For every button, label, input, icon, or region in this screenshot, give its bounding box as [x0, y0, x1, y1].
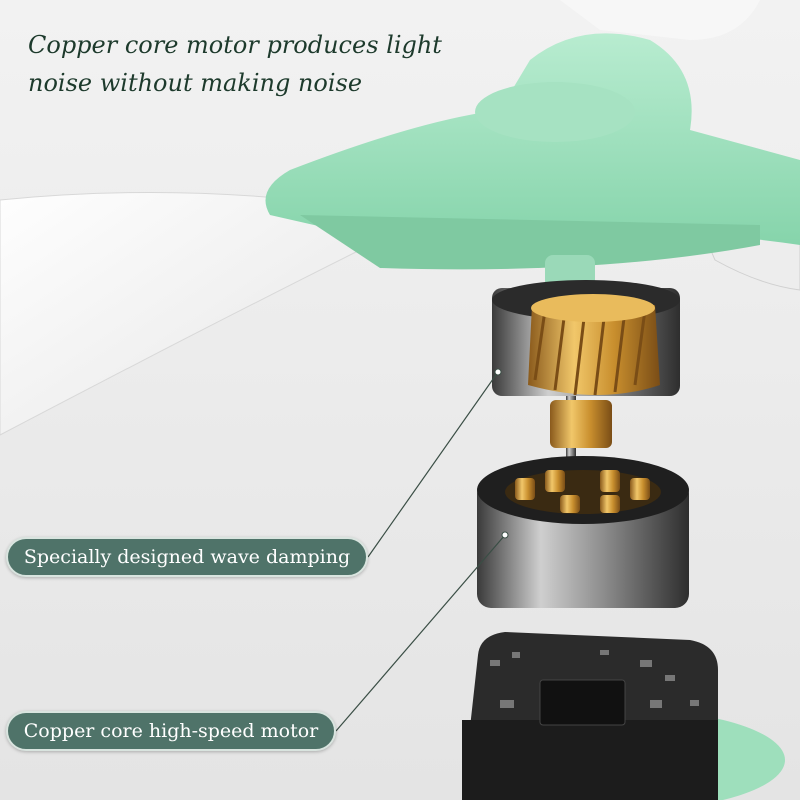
gear-top-face: [531, 294, 655, 322]
callout-wave-damping: Specially designed wave damping: [6, 537, 368, 577]
bearing-rollers: [515, 470, 650, 513]
callout-label: Copper core high-speed motor: [23, 720, 319, 742]
smd-components: [490, 650, 699, 708]
leader-dot-damping: [494, 368, 502, 376]
fan-hub-center: [475, 82, 635, 142]
headline-line-2: noise without making noise: [28, 69, 363, 97]
chip: [539, 679, 626, 726]
gear-teeth: [533, 309, 647, 396]
board-front: [462, 720, 718, 800]
leader-line-damping: [367, 371, 499, 558]
headline: Copper core motor produces light noise w…: [28, 26, 488, 102]
fan-blade-left: [0, 192, 361, 436]
callout-high-speed-motor: Copper core high-speed motor: [6, 711, 336, 751]
bearing-inner: [505, 470, 661, 514]
leader-dot-motor: [501, 531, 509, 539]
copper-gear-large: [528, 305, 660, 395]
callout-label: Specially designed wave damping: [23, 546, 351, 568]
leader-line-motor: [335, 534, 506, 732]
fan-hub-underside: [300, 215, 760, 270]
headline-line-1: Copper core motor produces light: [28, 31, 442, 59]
copper-gear-small: [550, 400, 612, 448]
fan-blade-top: [560, 0, 760, 40]
